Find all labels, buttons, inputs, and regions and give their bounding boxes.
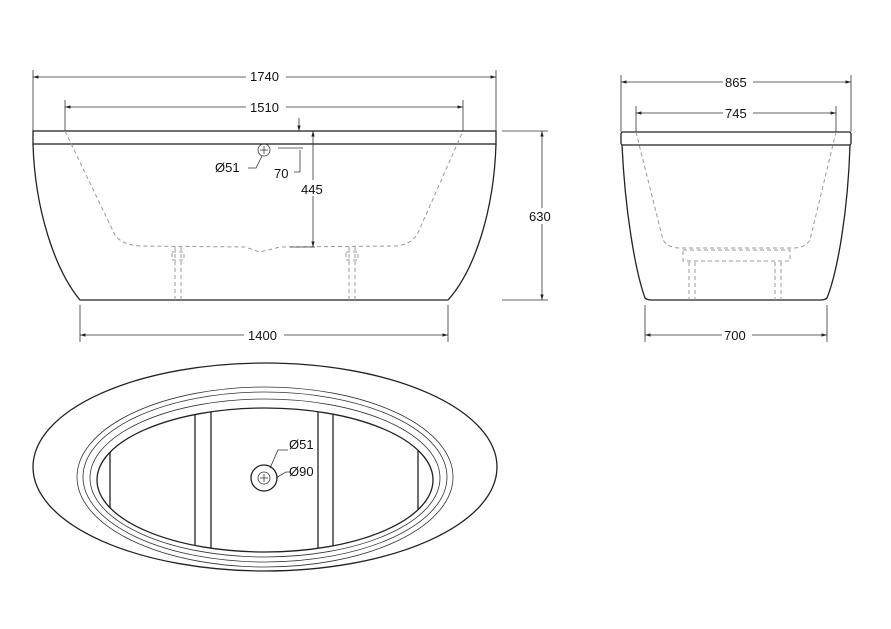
top-outer-rim — [32, 362, 498, 572]
overflow-icon — [257, 143, 271, 157]
overflow-offset-label: 70 — [274, 166, 288, 181]
side-inner-hidden-line — [635, 131, 837, 249]
base-length-label: 1400 — [248, 328, 277, 343]
front-rim — [32, 130, 497, 145]
side-view: 865 745 700 — [620, 74, 852, 343]
inner-depth-label: 445 — [301, 182, 323, 197]
top-view: Ø51 Ø90 — [32, 362, 498, 572]
drain-icon — [257, 471, 271, 485]
top-inner-panels — [109, 408, 419, 552]
inner-width-label: 745 — [725, 106, 747, 121]
overflow-diameter-label: Ø51 — [215, 160, 240, 175]
front-inner-hidden-line — [64, 130, 464, 253]
overall-length-label: 1740 — [250, 69, 279, 84]
drain-outer-icon — [250, 464, 278, 492]
front-body — [32, 143, 497, 301]
drain-diameter-label: Ø51 — [289, 437, 314, 452]
base-width-label: 700 — [724, 328, 746, 343]
side-body — [621, 144, 851, 301]
front-view: Ø51 70 445 1740 1510 630 1400 — [32, 68, 556, 343]
overall-width-label: 865 — [725, 75, 747, 90]
drain-outer-diameter-label: Ø90 — [289, 464, 314, 479]
front-legs — [171, 247, 359, 300]
side-rim — [620, 131, 852, 146]
inner-length-label: 1510 — [250, 100, 279, 115]
overall-height-label: 630 — [529, 209, 551, 224]
